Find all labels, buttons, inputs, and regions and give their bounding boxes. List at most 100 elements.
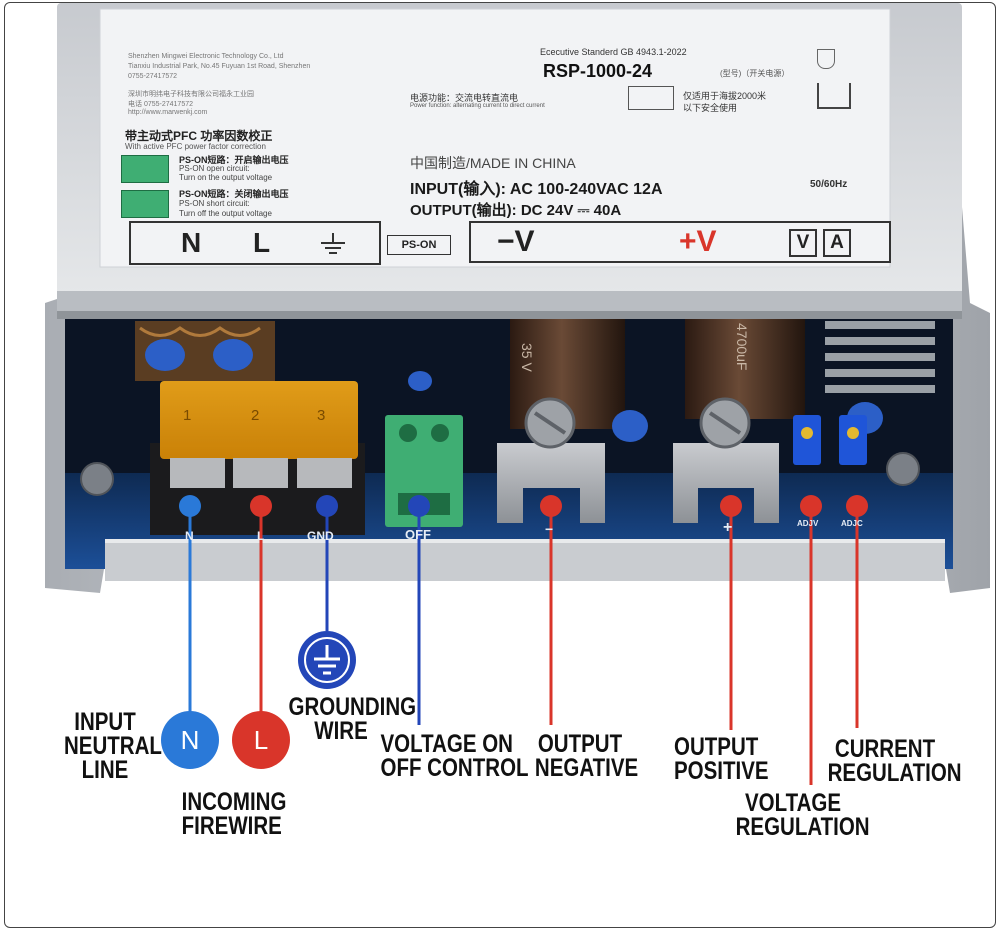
legend-l: L	[253, 227, 271, 258]
callout-output-negative: OUTPUT NEGATIVE	[534, 730, 639, 782]
label-altitude-cn2: 以下安全使用	[683, 103, 738, 113]
callout-output-positive-line2: POSITIVE	[674, 757, 769, 785]
label-pson-short-cn: PS-ON短路：关闭输出电压	[179, 189, 289, 199]
badge-n-letter: N	[180, 725, 200, 755]
callout-voltage-on-off: VOLTAGE ON OFF CONTROL	[380, 730, 529, 782]
label-chinese-line3: http://www.marwenkj.com	[128, 109, 208, 116]
label-function-cn: 电源功能：交流电转直流电	[410, 93, 519, 103]
label-model: RSP-1000-24	[543, 61, 653, 81]
callout-output-negative-line1: OUTPUT	[537, 730, 623, 758]
product-label	[99, 8, 891, 268]
label-chinese-line2: 电话 0755-27417572	[128, 101, 193, 108]
silk-l: L	[257, 529, 265, 543]
label-company-line3: 0755-27417572	[128, 73, 178, 80]
marker-ps-on	[408, 495, 430, 517]
indoor-use-icon	[817, 83, 851, 109]
legend-pos-v: +V	[679, 225, 717, 258]
callout-grounding-wire: GROUNDING WIRE	[288, 693, 417, 745]
marker-ground	[316, 495, 338, 517]
legend-box-a: A	[823, 229, 851, 257]
power-supply-diagram	[45, 3, 990, 785]
callout-current-regulation-line1: CURRENT	[834, 735, 936, 763]
label-pson-open-en1: PS-ON open circuit:	[179, 164, 250, 173]
callout-input-neutral: INPUT NEUTRAL LINE	[64, 708, 162, 784]
callout-voltage-regulation-line1: VOLTAGE	[744, 789, 842, 817]
callout-voltage-on-off-line2: OFF CONTROL	[380, 754, 529, 782]
marker-neutral	[179, 495, 201, 517]
label-input-spec: INPUT(输入): AC 100-240VAC 12A	[410, 181, 663, 198]
callout-voltage-regulation: VOLTAGE REGULATION	[735, 789, 870, 841]
badge-n	[161, 711, 219, 769]
callout-grounding-wire-line2: WIRE	[314, 717, 368, 745]
label-output-spec: OUTPUT(输出): DC 24V ⎓ 40A	[410, 202, 622, 219]
silk-plus: +	[723, 519, 733, 536]
label-model-suffix: (型号)（开关电源）	[720, 69, 790, 78]
label-company-line2: Tianxiu Industrial Park, No.45 Fuyuan 1s…	[128, 63, 311, 70]
callout-input-neutral-line3: LINE	[81, 756, 129, 784]
legend-neg-v: −V	[497, 225, 535, 258]
marker-positive	[720, 495, 742, 517]
ps-on-short-icon	[121, 190, 169, 218]
legend-box-v: V	[789, 229, 817, 257]
marker-dots	[179, 495, 868, 517]
label-pfc-en: With active PFC power factor correction	[125, 142, 266, 151]
callout-grounding-wire-line1: GROUNDING	[288, 693, 417, 721]
ac-terminal-block	[150, 381, 365, 535]
callout-voltage-regulation-line2: REGULATION	[735, 813, 870, 841]
label-company-line1: Shenzhen Mingwei Electronic Technology C…	[128, 53, 284, 60]
terminal-number-1: 1	[183, 407, 192, 424]
label-pson-short-en2: Turn off the output voltage	[179, 209, 272, 218]
capacitor-right	[685, 319, 805, 419]
silk-off: OFF	[405, 527, 431, 542]
silk-gnd: GND	[307, 529, 334, 543]
label-chinese-line1: 深圳市明纬电子科技有限公司福永工业园	[128, 91, 254, 98]
capacitor-voltage-text: 35 V	[519, 343, 535, 372]
ground-badge	[298, 631, 356, 689]
callout-input-neutral-line1: INPUT	[74, 708, 136, 736]
callout-incoming-firewire: INCOMING FIREWIRE	[181, 788, 287, 840]
silk-n: N	[185, 529, 194, 543]
silk-minus: −	[545, 521, 554, 537]
marker-adjc	[846, 495, 868, 517]
altitude-icon	[628, 86, 674, 110]
dc-terminal-legend: −V +V V A	[469, 221, 891, 263]
ac-terminal-legend: N L	[129, 221, 381, 265]
label-pfc-cn: 带主动式PFC 功率因数校正	[125, 129, 273, 143]
callout-output-negative-line2: NEGATIVE	[534, 754, 639, 782]
legend-n: N	[181, 227, 202, 258]
callout-incoming-firewire-line1: INCOMING	[181, 788, 287, 816]
label-input-freq: 50/60Hz	[810, 179, 848, 190]
marker-adjv	[800, 495, 822, 517]
silk-adjc: ADJC	[841, 519, 863, 528]
label-pson-short-en1: PS-ON short circuit:	[179, 199, 250, 208]
diagram-frame: Shenzhen Mingwei Electronic Technology C…	[4, 2, 996, 928]
output-positive-terminal	[673, 397, 779, 523]
badge-l	[232, 711, 290, 769]
marker-live	[250, 495, 272, 517]
callout-output-positive-line1: OUTPUT	[674, 733, 759, 761]
legend-ground-icon	[321, 233, 345, 254]
ps-on-open-icon	[121, 155, 169, 183]
trimmer-pots	[793, 415, 867, 465]
terminal-number-2: 2	[251, 407, 260, 424]
silk-adjv: ADJV	[797, 519, 819, 528]
callout-current-regulation-line2: REGULATION	[827, 759, 962, 787]
label-pson-open-en2: Turn on the output voltage	[179, 173, 273, 182]
output-negative-terminal	[497, 397, 605, 523]
callout-incoming-firewire-line2: FIREWIRE	[181, 812, 282, 840]
callout-voltage-on-off-line1: VOLTAGE ON	[380, 730, 513, 758]
label-pson-open-cn: PS-ON短路：开启输出电压	[179, 155, 289, 165]
label-altitude-cn1: 仅适用于海拔2000米	[683, 91, 767, 101]
label-standard: Ececutive Standerd GB 4943.1-2022	[540, 47, 687, 57]
callout-input-neutral-line2: NEUTRAL	[64, 732, 162, 760]
callout-current-regulation: CURRENT REGULATION	[827, 735, 962, 787]
callout-output-positive: OUTPUT POSITIVE	[674, 733, 769, 785]
legend-ps-on: PS-ON	[387, 235, 451, 255]
leader-lines	[188, 506, 859, 785]
label-function-en: Power function: alternating current to d…	[410, 103, 545, 109]
marker-negative	[540, 495, 562, 517]
ground-icon	[314, 645, 340, 675]
label-made-in: 中国制造/MADE IN CHINA	[410, 155, 576, 171]
capacitor-rating-text: 4700uF	[734, 323, 750, 371]
terminal-number-3: 3	[317, 407, 326, 424]
